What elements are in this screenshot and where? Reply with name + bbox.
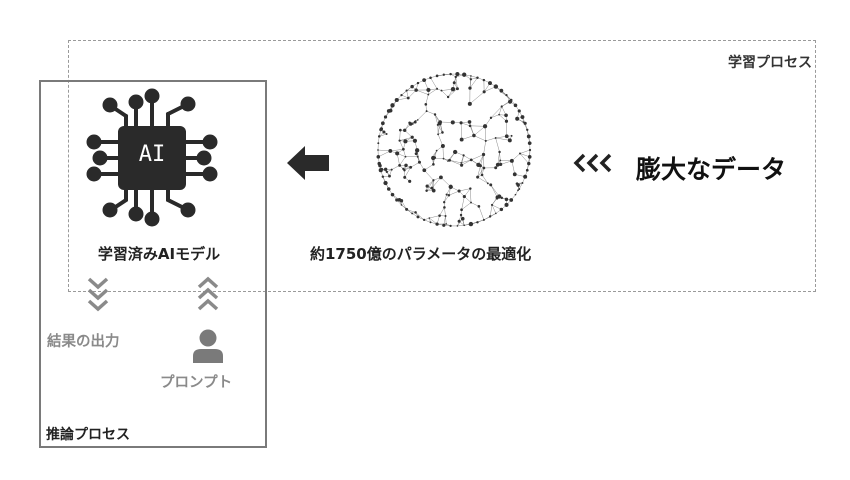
ai-chip-icon	[86, 88, 218, 227]
left-arrow-icon	[287, 146, 329, 180]
inference-process-label: 推論プロセス	[46, 427, 130, 443]
network-sphere-icon	[376, 71, 532, 228]
prompt-label: プロンプト	[160, 375, 233, 391]
data-label: 膨大なデータ	[636, 155, 787, 184]
person-icon	[193, 329, 223, 363]
triple-chevron-left-icon	[573, 153, 612, 173]
chevron-down-icon	[87, 277, 109, 312]
learning-process-boundary	[68, 40, 816, 292]
output-label: 結果の出力	[47, 334, 120, 350]
chevron-up-icon	[197, 276, 219, 311]
inference-process-boundary	[39, 80, 267, 448]
model-label: 学習済みAIモデル	[97, 245, 221, 263]
ai-chip-label: AI	[138, 142, 166, 167]
learning-process-label: 学習プロセス	[728, 55, 812, 71]
parameter-optimization-label: 約1750億のパラメータの最適化	[310, 245, 532, 263]
